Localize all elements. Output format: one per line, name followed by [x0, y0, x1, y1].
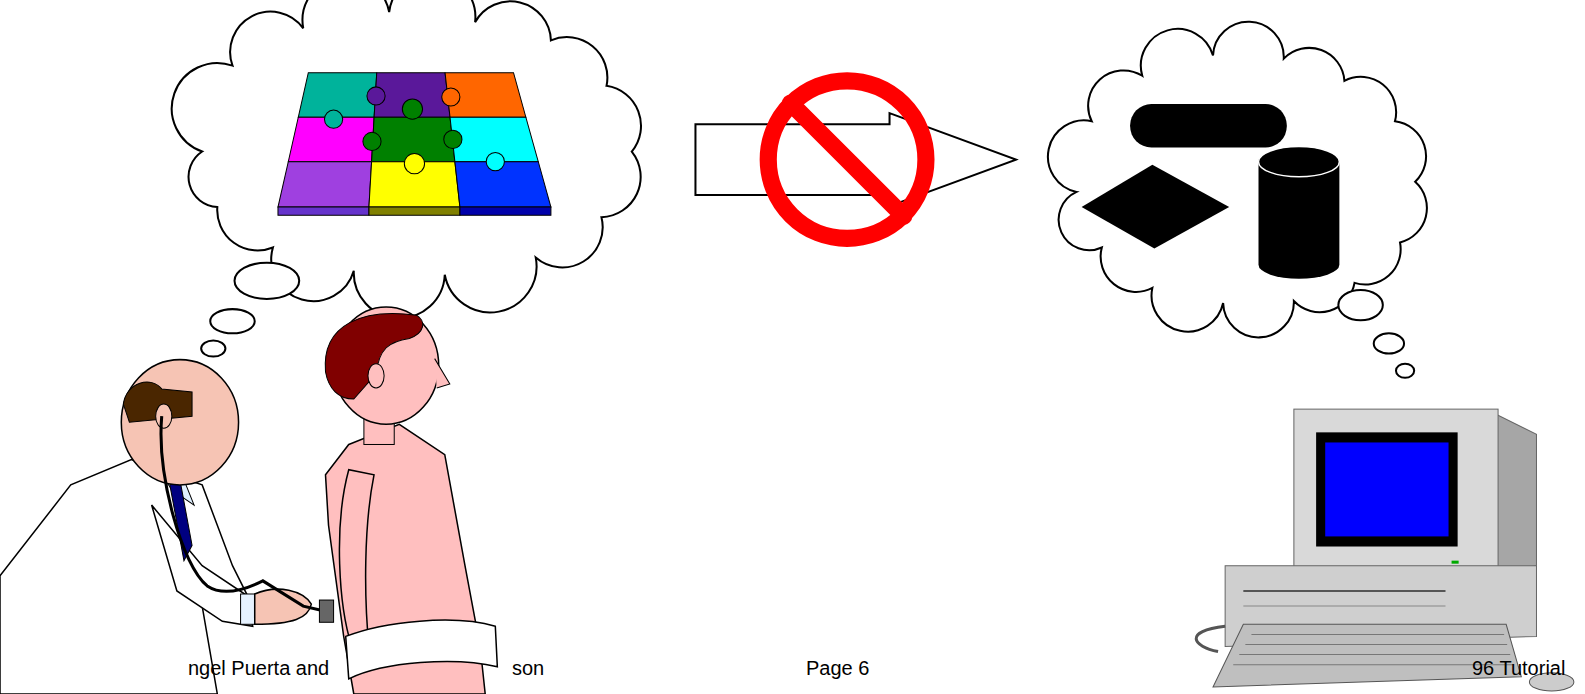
patient-arm [339, 470, 374, 647]
thought-bubble [1374, 333, 1404, 353]
patient-ear [368, 364, 384, 388]
footer-text: son [512, 656, 544, 680]
puzzle-knob [442, 88, 460, 106]
patient-nose [435, 359, 450, 388]
keyboard-cable [1196, 626, 1225, 651]
stethoscope-chestpiece [319, 600, 333, 622]
thought-bubble [1338, 290, 1382, 320]
monitor-screen [1325, 442, 1448, 536]
rounded-bar-shape [1130, 104, 1287, 147]
puzzle-knob [367, 87, 385, 105]
puzzle-edge [278, 207, 369, 215]
patient-towel [346, 620, 498, 679]
thought-bubble [201, 340, 225, 356]
thought-cloud [172, 0, 641, 318]
footer-text: 96 Tutorial [1472, 656, 1565, 680]
system-unit [1225, 566, 1536, 647]
key-row [1233, 664, 1513, 665]
puzzle-piece [455, 162, 551, 207]
footer-text: ngel Puerta and [188, 656, 329, 680]
doctor-ear [156, 404, 172, 428]
thought-bubble [235, 263, 300, 299]
footer-text: Page 6 [806, 656, 869, 680]
puzzle-knob [402, 99, 422, 119]
prohibition-ring [768, 81, 926, 239]
thought-cloud [1048, 22, 1427, 338]
doctor-head [121, 360, 238, 485]
doctor-arm [152, 505, 253, 626]
key-row [1245, 644, 1507, 645]
cylinder-shape [1258, 162, 1339, 279]
puzzle-edge [369, 207, 460, 215]
puzzle-knob [363, 132, 381, 150]
puzzle-knob [444, 130, 462, 148]
drive-slot [1243, 606, 1445, 607]
monitor-bezel [1316, 432, 1458, 546]
puzzle-knob [486, 153, 504, 171]
key-row [1251, 634, 1504, 635]
power-led [1452, 561, 1459, 564]
diamond-shape [1082, 165, 1230, 249]
puzzle-piece [278, 162, 372, 207]
thought-bubble [1396, 364, 1414, 378]
keyboard-keys [1233, 634, 1513, 664]
monitor-side [1496, 414, 1536, 576]
puzzle-edge [460, 207, 551, 215]
drive-slot [1243, 590, 1445, 592]
thought-bubble [210, 309, 254, 333]
puzzle-knob [404, 154, 424, 174]
puzzle-knob [324, 110, 342, 128]
patient-hair [325, 314, 422, 399]
monitor-body [1294, 409, 1498, 576]
stethoscope-tube [161, 416, 325, 611]
prohibition-bar [790, 103, 903, 216]
puzzle [278, 73, 551, 215]
cylinder-top [1258, 146, 1339, 176]
key-row [1239, 654, 1510, 655]
